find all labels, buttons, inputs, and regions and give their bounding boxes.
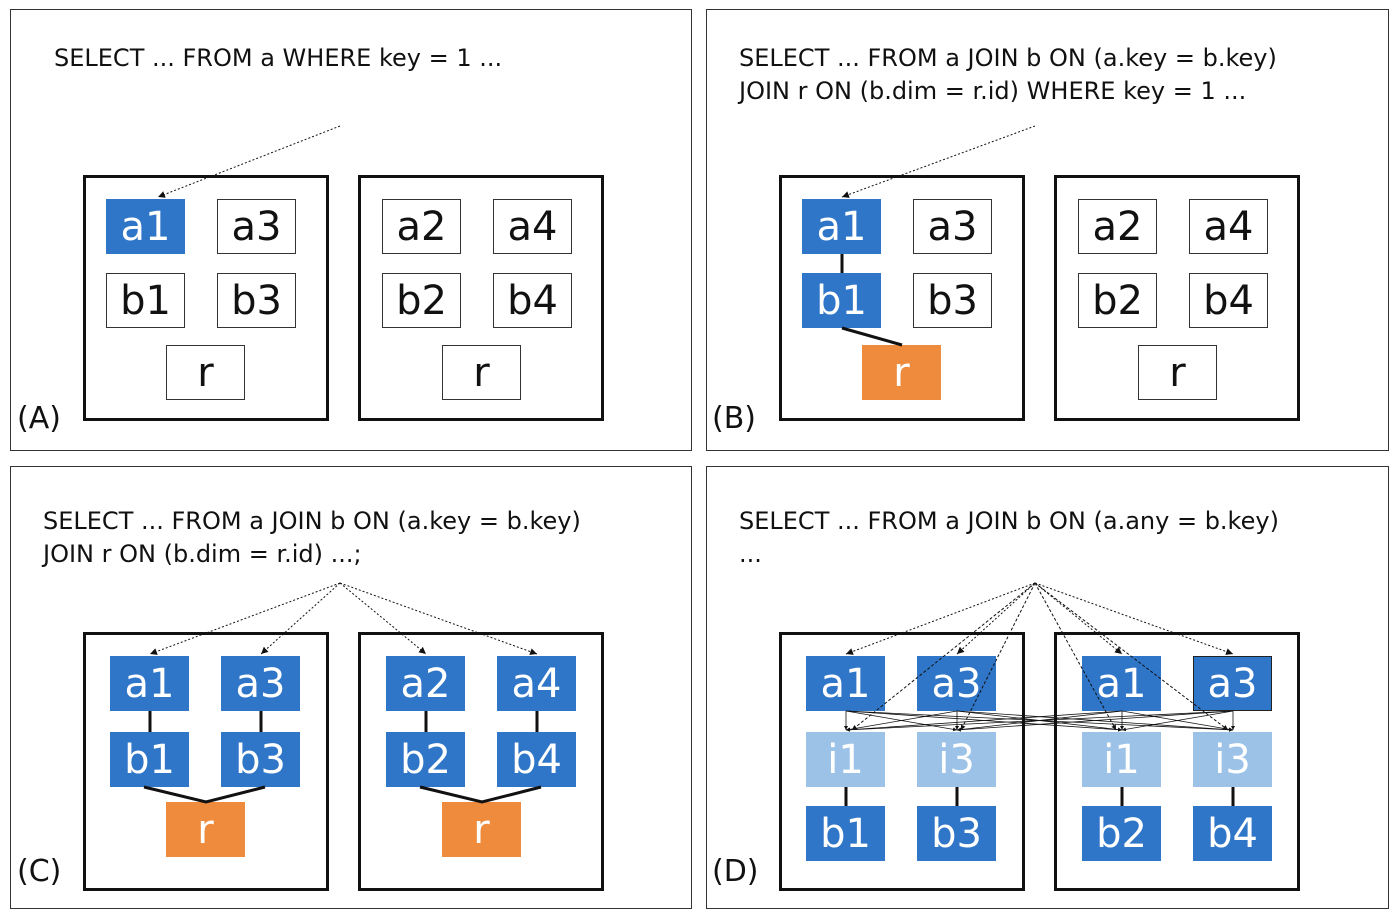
panel-b-node-a3: a3 (913, 199, 992, 254)
panel-b-node-r-left: r (862, 345, 941, 400)
panel-b (706, 9, 1389, 451)
panel-a-node-a3: a3 (217, 199, 296, 254)
panel-b-node-b4: b4 (1189, 273, 1268, 328)
panel-d-query-line-1: SELECT ... FROM a JOIN b ON (a.any = b.k… (739, 507, 1279, 535)
panel-c-query-line-1: SELECT ... FROM a JOIN b ON (a.key = b.k… (43, 507, 581, 535)
panel-d-left-node-i1: i1 (806, 732, 885, 787)
panel-a-node-b2: b2 (382, 273, 461, 328)
panel-b-node-b3: b3 (913, 273, 992, 328)
panel-c-node-r-right: r (442, 802, 521, 857)
panel-c-node-b3: b3 (221, 732, 300, 787)
panel-b-query-line-2: JOIN r ON (b.dim = r.id) WHERE key = 1 .… (739, 77, 1247, 105)
panel-d-right-node-a3: a3 (1193, 656, 1272, 711)
panel-c-node-a1: a1 (110, 656, 189, 711)
panel-b-server-right (1054, 175, 1300, 421)
panel-c-node-a4: a4 (497, 656, 576, 711)
panel-d-right-node-b4: b4 (1193, 806, 1272, 861)
panel-a-node-r-right: r (442, 345, 521, 400)
panel-c-node-b2: b2 (386, 732, 465, 787)
panel-a-node-a1: a1 (106, 199, 185, 254)
panel-d-label: (D) (712, 854, 759, 889)
panel-a-node-b3: b3 (217, 273, 296, 328)
panel-d-left-node-b1: b1 (806, 806, 885, 861)
panel-a-node-a4: a4 (493, 199, 572, 254)
panel-a-node-r-left: r (166, 345, 245, 400)
panel-a-server-right (358, 175, 604, 421)
panel-b-query-line-1: SELECT ... FROM a JOIN b ON (a.key = b.k… (739, 44, 1277, 72)
panel-c-node-a2: a2 (386, 656, 465, 711)
panel-b-node-a2: a2 (1078, 199, 1157, 254)
panel-d-right-node-i3: i3 (1193, 732, 1272, 787)
panel-c-node-r-left: r (166, 802, 245, 857)
panel-d-left-node-a3: a3 (917, 656, 996, 711)
panel-c-label: (C) (17, 854, 62, 889)
panel-d-left-node-i3: i3 (917, 732, 996, 787)
panel-c-node-b4: b4 (497, 732, 576, 787)
panel-b-node-b2: b2 (1078, 273, 1157, 328)
panel-b-label: (B) (712, 401, 756, 436)
panel-d-right-node-a1: a1 (1082, 656, 1161, 711)
panel-d-left-node-b3: b3 (917, 806, 996, 861)
panel-a-node-b1: b1 (106, 273, 185, 328)
panel-c-query-line-2: JOIN r ON (b.dim = r.id) ...; (43, 540, 362, 568)
panel-b-node-r-right: r (1138, 345, 1217, 400)
panel-d-left-node-a1: a1 (806, 656, 885, 711)
panel-c-node-a3: a3 (221, 656, 300, 711)
panel-b-node-a4: a4 (1189, 199, 1268, 254)
panel-d-right-node-b2: b2 (1082, 806, 1161, 861)
panel-b-node-b1: b1 (802, 273, 881, 328)
panel-a-label: (A) (17, 401, 61, 436)
panel-a-node-a2: a2 (382, 199, 461, 254)
panel-a-query-line-1: SELECT ... FROM a WHERE key = 1 ... (54, 44, 503, 72)
panel-d-query-line-2: ... (739, 540, 762, 568)
panel-b-node-a1: a1 (802, 199, 881, 254)
panel-a-node-b4: b4 (493, 273, 572, 328)
panel-d-right-node-i1: i1 (1082, 732, 1161, 787)
panel-c-node-b1: b1 (110, 732, 189, 787)
